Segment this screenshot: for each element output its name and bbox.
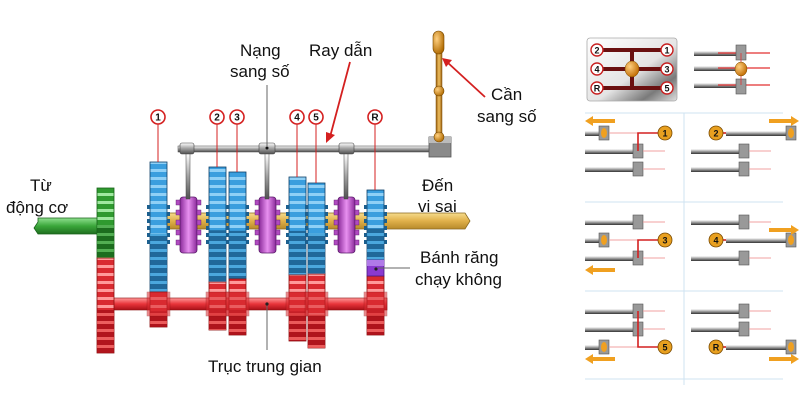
synchro-sleeve (175, 196, 202, 254)
gear-panel-4: 4 (691, 214, 799, 266)
shift-fork-label-1: Nạng (240, 41, 281, 60)
gear-pair-5 (304, 182, 329, 349)
transmission-diagram: 1 2 3 4 5 R Từ động cơ Nạng sang số Ray dẫn C… (6, 30, 537, 376)
direction-arrow-left (585, 265, 615, 275)
panel-grid (585, 112, 783, 385)
gear-panel-label: R (713, 342, 720, 352)
pattern-position-5: 5 (660, 81, 674, 95)
guide-rail (177, 142, 441, 200)
gear-panel-label: 4 (713, 235, 718, 245)
direction-arrow-right (769, 225, 799, 235)
gear-panel-label: 2 (713, 128, 718, 138)
synchro-sleeve (333, 196, 360, 254)
gear-panel-r: R (691, 303, 799, 364)
gear-marker-label: 2 (214, 113, 220, 124)
gear-pair-r (363, 189, 388, 336)
gear-marker-r: R (367, 109, 383, 190)
svg-text:4: 4 (594, 64, 599, 74)
leader-lines (265, 58, 486, 350)
svg-text:1: 1 (664, 45, 669, 55)
idler-gear-label-2: chạy không (415, 270, 502, 289)
gear-marker-label: 4 (294, 113, 300, 124)
pattern-position-1: 1 (660, 43, 674, 57)
gear-pair-4 (285, 176, 310, 342)
shift-lever-label-1: Cần (491, 85, 522, 104)
gear-panel-label: 5 (662, 342, 667, 352)
pattern-position-3: 3 (660, 62, 674, 76)
from-engine-label-2: động cơ (6, 198, 68, 217)
shift-pattern-plate: 2 4R 1 3 5 (586, 37, 678, 102)
gear-marker-label: 1 (155, 113, 161, 124)
svg-text:3: 3 (664, 64, 669, 74)
guide-rail-label: Ray dẫn (309, 41, 372, 60)
pattern-position-2: 2 (590, 43, 604, 57)
synchro-sleeve (254, 196, 281, 254)
gear-marker-label: R (371, 113, 379, 124)
gear-marker-2: 2 (209, 109, 225, 167)
guide-rail-arrow (329, 61, 351, 138)
direction-arrow-left (585, 116, 615, 126)
from-engine-label-1: Từ (30, 176, 52, 195)
gear-marker-1: 1 (150, 109, 166, 162)
pattern-position-r: R (590, 81, 604, 95)
input-gear (96, 187, 115, 354)
gear-marker-3: 3 (229, 109, 245, 172)
gear-marker-label: 5 (313, 113, 319, 124)
shift-lever (428, 30, 452, 158)
pattern-position-4: 4 (590, 62, 604, 76)
gear-panel-3: 3 (585, 214, 673, 275)
gear-panel-1: 1 (585, 116, 673, 177)
gear-marker-5: 5 (308, 109, 324, 183)
input-shaft (33, 217, 99, 235)
shift-lever-label-2: sang số (477, 107, 537, 126)
shift-lever-arrow (446, 61, 486, 98)
gear-pair-3 (225, 171, 250, 336)
direction-arrow-right (769, 116, 799, 126)
countershaft-label: Trục trung gian (208, 357, 322, 376)
shift-fork-label-2: sang số (230, 62, 290, 81)
gear-pair-1 (146, 161, 171, 328)
svg-text:5: 5 (664, 83, 669, 93)
gear-pair-2 (205, 166, 230, 331)
gear-panel-label: 1 (662, 128, 667, 138)
to-differential-label-1: Đến (422, 176, 453, 195)
neutral-rails (694, 44, 770, 95)
to-differential-label-2: vi sai (418, 197, 457, 216)
direction-arrow-left (585, 354, 615, 364)
gear-marker-label: 3 (234, 113, 240, 124)
svg-text:R: R (594, 83, 601, 93)
gear-panel-5: 5 (585, 303, 673, 364)
direction-arrow-right (769, 354, 799, 364)
gear-marker-4: 4 (289, 109, 305, 177)
svg-text:2: 2 (594, 45, 599, 55)
gear-panel-2: 2 (691, 116, 799, 177)
idler-gear-label-1: Bánh răng (420, 248, 498, 267)
gear-panel-label: 3 (662, 235, 667, 245)
